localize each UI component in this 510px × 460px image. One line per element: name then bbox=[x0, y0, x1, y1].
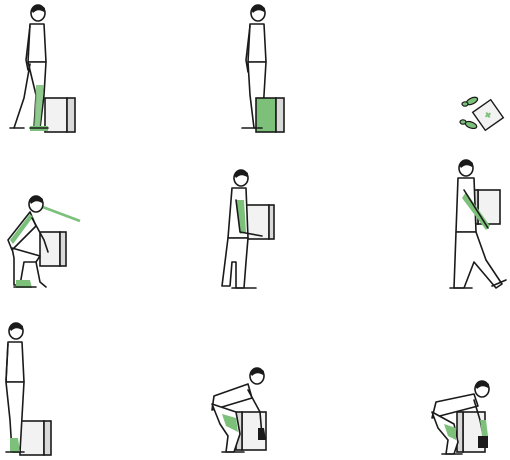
panel-hold-box-close bbox=[222, 170, 274, 288]
box-side bbox=[457, 412, 463, 452]
panel-deep-bend-grip-box bbox=[432, 381, 489, 454]
torso bbox=[248, 24, 266, 62]
box-side bbox=[67, 98, 75, 132]
torso bbox=[6, 342, 24, 382]
box-front bbox=[20, 421, 44, 455]
box-side bbox=[44, 421, 51, 455]
legs bbox=[454, 232, 502, 288]
box-front-highlight bbox=[256, 98, 276, 132]
box-side bbox=[60, 232, 66, 266]
box-front bbox=[45, 98, 67, 132]
legs bbox=[222, 238, 248, 288]
legs bbox=[12, 248, 40, 285]
hand bbox=[478, 436, 488, 448]
torso bbox=[28, 24, 46, 62]
panel-squat-lift bbox=[8, 196, 80, 288]
heel-right bbox=[460, 120, 466, 124]
sightline bbox=[40, 206, 80, 221]
panel-stand-beside-box-2 bbox=[6, 323, 51, 455]
panel-carry-walking bbox=[450, 160, 506, 288]
rear-leg bbox=[14, 64, 30, 128]
box-side bbox=[276, 98, 284, 132]
panel-foot-placement-top-view bbox=[473, 100, 504, 131]
panel-bend-grip-box bbox=[212, 368, 266, 452]
panel-stand-beside-box bbox=[10, 5, 75, 132]
box-side bbox=[269, 205, 274, 239]
panel-box-between-feet bbox=[242, 5, 284, 132]
heel-left bbox=[462, 102, 468, 106]
